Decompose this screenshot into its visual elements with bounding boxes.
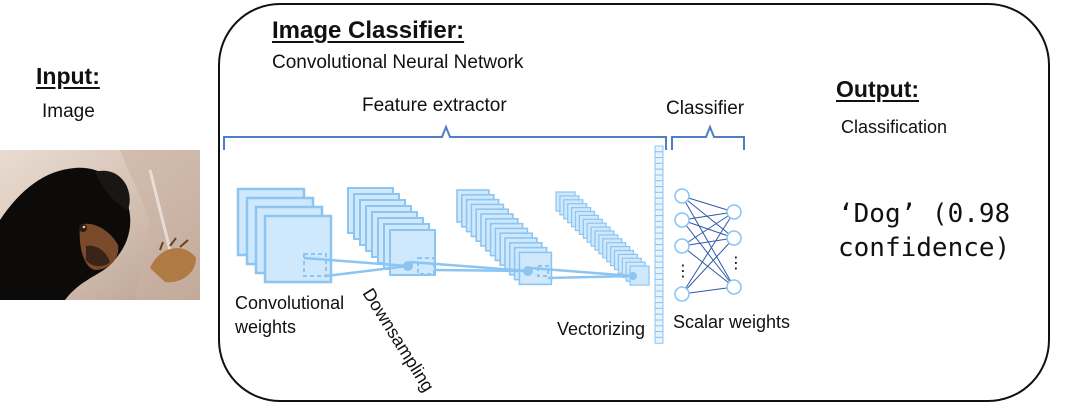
vector-cell [654,168,664,176]
receptive-field-box [537,265,549,277]
vector-cell [654,174,664,182]
net-ellipsis-left: ⋮ [675,263,691,280]
vector-cell [654,336,664,344]
conv-stack-1 [236,187,333,284]
vector-cell [654,278,664,286]
input-subtitle: Image [42,101,95,122]
net-edge [681,195,735,213]
vector-cell [654,162,664,170]
net-ellipsis-right: ⋮ [728,255,744,272]
vector-cell [654,220,664,228]
vector-cell [654,261,664,269]
vector-cell [654,290,664,298]
scalar-weights-label: Scalar weights [673,312,790,332]
vector-cell [654,203,664,211]
vector-cell [654,180,664,188]
vector-cell [654,273,664,280]
output-node [726,279,742,295]
connector-line [409,260,529,273]
classifier-label: Classifier [666,98,745,119]
classifier-title: Image Classifier: [272,17,465,44]
vector-cell [654,284,664,292]
vector-cell [654,145,664,153]
dog-photo [0,150,200,300]
feature-extractor-brace [223,124,667,150]
vector-cell [654,186,664,193]
input-node [674,286,690,302]
connector-line [529,266,634,278]
net-edge [681,286,735,295]
connector-lines [303,253,634,280]
input-node [674,238,690,254]
feature-map [263,214,333,284]
output-title: Output: [836,76,920,102]
vector-cell [654,313,664,321]
output-node [726,204,742,220]
layer-stacks [236,187,650,286]
net-edge [681,237,735,295]
net-edge [681,211,735,247]
feature-extractor-label: Feature extractor [362,95,507,116]
input-node [674,188,690,204]
classifier-network [674,188,742,302]
output-result-line1: ‘Dog’ (0.98 [838,199,1011,229]
connector-line [325,264,409,278]
vector-cell [654,296,664,304]
net-edge [681,195,735,239]
output-node [726,230,742,246]
output-result-line2: confidence) [838,233,1011,263]
input-title: Input: [36,63,100,89]
net-edge [681,237,735,247]
vector-cell [654,319,664,327]
vector-cell [654,232,664,240]
connector-line [303,256,409,268]
downsampling-label: Downsampling [359,285,439,396]
vector-cell [654,325,664,333]
vector-cell [654,197,664,205]
vectorizing-label: Vectorizing [557,319,645,339]
vector-cell [654,249,664,257]
pool-dot [523,266,533,276]
vector-cell [654,244,664,251]
classifier-box [218,3,1050,402]
pool-dot [629,272,637,280]
receptive-field-box [303,253,327,277]
vector-cell [654,302,664,309]
vector-column [654,145,664,344]
output-subtitle: Classification [841,117,948,137]
pool-dot [403,261,413,271]
conv-weights-label-1: Convolutional [235,293,344,313]
receptive-field-box [417,257,435,275]
vector-cell [654,267,664,275]
vector-cell [654,157,664,164]
net-edge [681,211,735,295]
classifier-brace [671,124,745,150]
net-edge [681,211,735,221]
vector-cell [654,151,664,159]
conv-stack-4 [555,191,650,286]
vector-cell [654,238,664,246]
vector-cell [654,307,664,315]
classifier-subtitle: Convolutional Neural Network [272,52,524,73]
vector-cell [654,331,664,338]
conv-weights-label-2: weights [234,317,296,337]
connector-line [433,268,529,273]
vector-cell [654,226,664,234]
vector-cell [654,255,664,263]
conv-stack-2 [347,187,436,276]
vector-cell [654,215,664,222]
vector-cell [654,209,664,217]
pool-dots [403,261,637,280]
connector-line [547,274,634,280]
input-node [674,212,690,228]
vector-cell [654,191,664,199]
